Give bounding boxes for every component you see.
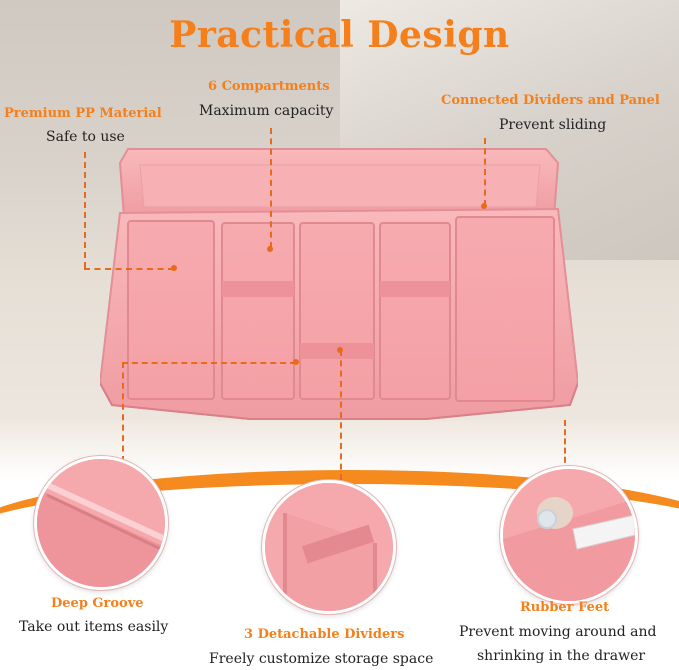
groove-closeup-illustration xyxy=(37,459,165,587)
leader-connected-dot xyxy=(481,203,487,209)
dividers-closeup xyxy=(262,480,396,614)
leader-groove-dot xyxy=(293,359,299,365)
leader-dividers-dot xyxy=(337,347,343,353)
leader-compartments xyxy=(270,128,272,248)
dividers-closeup-illustration xyxy=(265,483,393,611)
page-title: Practical Design xyxy=(169,14,510,56)
leader-dividers xyxy=(340,350,342,480)
feet-desc-line1: Prevent moving around and xyxy=(459,624,657,640)
deep-groove-closeup xyxy=(34,456,168,590)
connected-heading: Connected Dividers and Panel xyxy=(441,93,660,108)
material-heading: Premium PP Material xyxy=(4,106,162,121)
leader-material-dot xyxy=(171,265,177,271)
leader-material-vertical xyxy=(84,152,86,268)
groove-desc: Take out items easily xyxy=(19,619,169,635)
leader-feet xyxy=(564,420,566,472)
leader-material-horizontal xyxy=(84,268,174,270)
drawer-organizer-tray xyxy=(100,143,578,433)
material-desc: Safe to use xyxy=(46,129,125,145)
compartments-desc: Maximum capacity xyxy=(199,103,334,119)
compartments-heading: 6 Compartments xyxy=(208,79,330,94)
rubber-feet-closeup-illustration xyxy=(503,469,635,601)
feet-desc-line2: shrinking in the drawer xyxy=(477,648,646,664)
connected-desc: Prevent sliding xyxy=(499,117,607,133)
leader-compartments-dot xyxy=(267,246,273,252)
leader-groove-vertical xyxy=(122,362,124,462)
rubber-feet-closeup xyxy=(500,466,638,604)
leader-connected xyxy=(484,138,486,206)
dividers-heading: 3 Detachable Dividers xyxy=(244,627,405,642)
leader-groove-horizontal xyxy=(122,362,296,364)
tray-illustration xyxy=(100,148,578,420)
groove-heading: Deep Groove xyxy=(51,596,144,611)
dividers-desc: Freely customize storage space xyxy=(209,651,434,667)
feet-heading: Rubber Feet xyxy=(520,600,610,615)
